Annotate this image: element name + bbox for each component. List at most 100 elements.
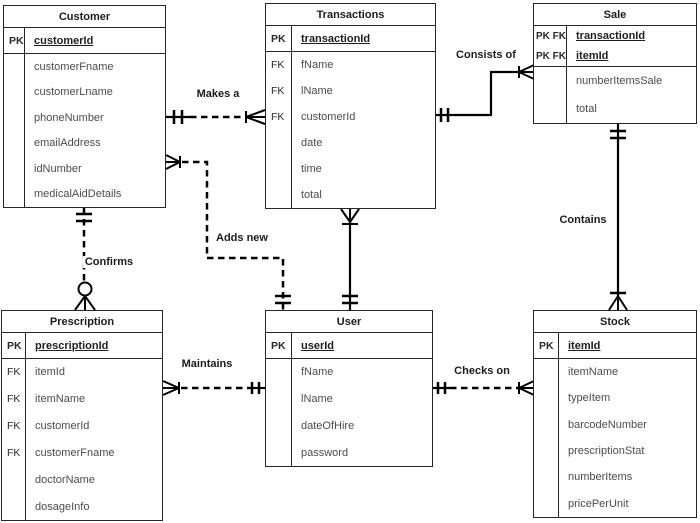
relationship-label-adds-new[interactable]: Adds new	[214, 232, 270, 244]
relationship-label-makes-a[interactable]: Makes a	[194, 88, 242, 100]
entity-title[interactable]: Customer	[4, 6, 165, 28]
attribute-row[interactable]: date	[266, 130, 435, 156]
attribute-row[interactable]: FK itemName	[2, 385, 162, 413]
attribute-name: numberItems	[568, 471, 633, 484]
attribute-name: prescriptionId	[35, 339, 109, 352]
attribute-row[interactable]: time	[266, 156, 435, 182]
attribute-row[interactable]: customerFname	[4, 54, 165, 80]
key-badge	[4, 130, 25, 156]
attribute-name: itemName	[35, 393, 86, 406]
attribute-row[interactable]: phoneNumber	[4, 105, 165, 131]
relationship-checks-on[interactable]	[433, 380, 535, 396]
relationship-transactions-user[interactable]	[340, 208, 360, 310]
attribute-row[interactable]: dosageInfo	[2, 493, 162, 520]
key-badge: FK	[2, 385, 26, 413]
relationship-label-consists-of[interactable]: Consists of	[454, 49, 518, 61]
attribute-row[interactable]: numberItemsSale	[534, 67, 696, 95]
attribute-name: emailAddress	[34, 137, 101, 150]
attribute-name: customerId	[35, 420, 90, 433]
relationship-label-confirms[interactable]: Confirms	[82, 256, 136, 268]
attribute-name: fName	[301, 366, 334, 379]
attribute-row[interactable]: customerLname	[4, 79, 165, 105]
line-segment	[436, 70, 518, 117]
crows-foot-icon	[74, 295, 96, 311]
key-badge: PK	[266, 26, 292, 51]
key-badge	[4, 54, 25, 80]
attribute-row[interactable]: lName	[266, 385, 432, 413]
attribute-row[interactable]: total	[534, 95, 696, 123]
attribute-row[interactable]: numberItems	[534, 464, 696, 491]
attribute-name: password	[301, 446, 349, 459]
attribute-row[interactable]: dateOfHire	[266, 412, 432, 440]
key-badge: FK	[2, 439, 26, 467]
attribute-name: customerFname	[34, 60, 114, 73]
relationship-contains[interactable]	[608, 124, 628, 311]
entity-title[interactable]: Sale	[534, 4, 696, 26]
key-badge: PK	[534, 333, 559, 358]
key-badge	[266, 385, 292, 413]
relationship-label-maintains[interactable]: Maintains	[179, 358, 235, 370]
relationship-maintains[interactable]	[162, 380, 265, 396]
entity-title[interactable]: Stock	[534, 311, 696, 333]
key-badge	[266, 156, 292, 182]
attribute-row[interactable]: itemName	[534, 359, 696, 386]
entity-title[interactable]: Transactions	[266, 4, 435, 26]
key-badge	[534, 67, 567, 95]
key-badge	[534, 385, 559, 412]
entity-title[interactable]: User	[266, 311, 432, 333]
attribute-row[interactable]: fName	[266, 359, 432, 386]
attribute-row[interactable]: idNumber	[4, 156, 165, 182]
relationship-makes-a[interactable]	[166, 109, 266, 125]
attribute-name: typeItem	[568, 392, 611, 405]
attribute-row[interactable]: prescriptionStat	[534, 437, 696, 465]
attribute-row[interactable]: doctorName	[2, 466, 162, 494]
attribute-row[interactable]: medicalAidDetails	[4, 181, 165, 207]
attribute-row[interactable]: total	[266, 182, 435, 208]
attribute-row[interactable]: typeItem	[534, 385, 696, 412]
key-badge	[2, 466, 26, 494]
attribute-row[interactable]: barcodeNumber	[534, 411, 696, 438]
attribute-name: fName	[301, 59, 334, 71]
relationship-label-contains[interactable]: Contains	[557, 214, 609, 226]
relationship-consists-of[interactable]	[436, 64, 535, 122]
attribute-name: pricePerUnit	[568, 497, 629, 510]
attribute-name: userId	[301, 339, 335, 352]
relationship-label-checks-on[interactable]: Checks on	[452, 365, 512, 377]
key-badge: FK	[266, 78, 292, 104]
one-cardinality-icon	[76, 212, 92, 223]
attribute-name: transactionId	[576, 30, 646, 42]
one-cardinality-icon	[275, 294, 291, 305]
entity-title[interactable]: Prescription	[2, 311, 162, 333]
key-badge	[534, 95, 567, 123]
attribute-row[interactable]: password	[266, 439, 432, 466]
attribute-name: customerId	[301, 111, 356, 123]
attribute-name: customerId	[34, 34, 94, 47]
key-badge	[534, 411, 559, 438]
attribute-row[interactable]: emailAddress	[4, 130, 165, 156]
attribute-row[interactable]: pricePerUnit	[534, 490, 696, 517]
